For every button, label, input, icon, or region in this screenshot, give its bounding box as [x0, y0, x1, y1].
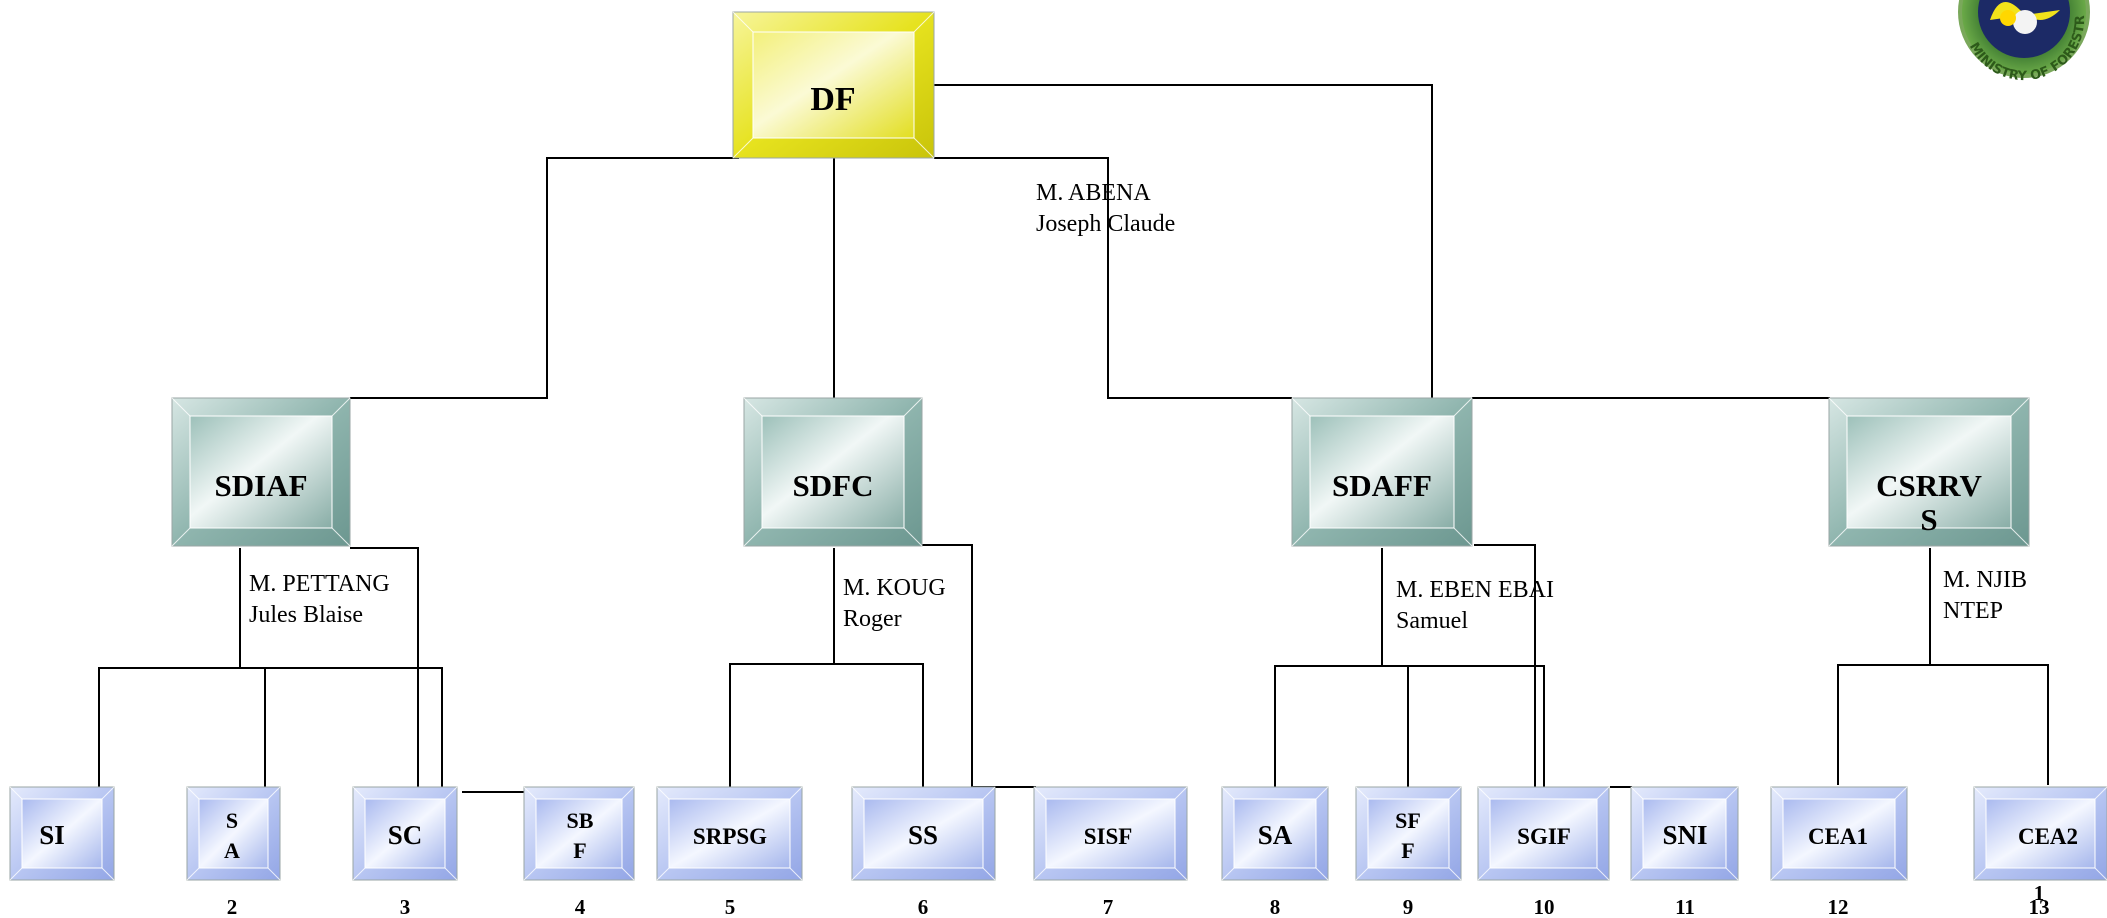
service-sa-number: 8	[1270, 895, 1281, 918]
node-sdiaf[interactable]	[171, 397, 351, 547]
service-sisf-number: 7	[1103, 895, 1114, 918]
node-label-overflow: S	[1920, 502, 1937, 537]
service-sbf-label: SB	[567, 808, 594, 833]
service-sa[interactable]	[186, 786, 281, 881]
service-sff-label: SF	[1395, 808, 1421, 833]
df-person-name-line2: Joseph Claude	[1036, 211, 1175, 237]
node-sdaff-label: SDAFF	[1332, 468, 1432, 503]
person-name-3: M. NJIB	[1943, 567, 2027, 593]
service-sff[interactable]	[1355, 786, 1462, 881]
service-cea1-number: 12	[1828, 895, 1849, 918]
person-name-line2-2: Samuel	[1396, 608, 1468, 634]
service-sgif-label: SGIF	[1517, 824, 1571, 849]
service-sa-label: SA	[1258, 820, 1293, 850]
connector-lines	[98, 84, 2049, 793]
node-df-label: DF	[810, 81, 855, 118]
service-sgif-number: 10	[1534, 895, 1555, 918]
node-sdfc-label: SDFC	[793, 468, 874, 503]
node-sdfc[interactable]	[743, 397, 923, 547]
node-csrrv-label: CSRRV	[1876, 468, 1982, 503]
service-cea1[interactable]	[1770, 786, 1908, 881]
person-name-line2-3: NTEP	[1943, 598, 2003, 624]
person-name-2: M. EBEN EBAI	[1396, 577, 1554, 603]
person-name-line2-1: Roger	[843, 606, 902, 632]
service-sc[interactable]	[352, 786, 458, 881]
service-sisf-label: SISF	[1084, 824, 1133, 849]
service-si-label: SI	[39, 820, 65, 850]
service-sc-number: 3	[400, 895, 411, 918]
service-sa-label-line2: A	[224, 838, 240, 863]
service-cea2[interactable]	[1973, 786, 2107, 881]
service-sa-label: S	[226, 808, 238, 833]
service-sbf-number: 4	[575, 895, 586, 918]
service-sa-number: 2	[227, 895, 238, 918]
service-sgif[interactable]	[1477, 786, 1610, 881]
service-sff-label-line2: F	[1401, 838, 1414, 863]
service-sbf-label-line2: F	[573, 838, 586, 863]
service-cea2-number-overlay: 1	[2034, 881, 2045, 905]
node-sdiaf-label: SDIAF	[214, 468, 307, 503]
service-sni-label: SNI	[1662, 820, 1707, 850]
service-sbf[interactable]	[523, 786, 635, 881]
person-name-0: M. PETTANG	[249, 571, 390, 597]
service-srpsg[interactable]	[656, 786, 803, 881]
person-name-1: M. KOUG	[843, 575, 946, 601]
service-cea2-number: 13	[2029, 895, 2050, 918]
node-csrrv[interactable]	[1828, 397, 2030, 547]
service-srpsg-number: 5	[725, 895, 736, 918]
service-srpsg-label: SRPSG	[693, 824, 767, 849]
service-ss[interactable]	[851, 786, 996, 881]
service-sisf[interactable]	[1033, 786, 1188, 881]
service-sa[interactable]	[1221, 786, 1329, 881]
service-sff-number: 9	[1403, 895, 1414, 918]
service-ss-number: 6	[918, 895, 929, 918]
ministry-logo: MINISTRY OF FORESTRY AND WILDLIFE	[0, 0, 2090, 84]
df-person-name: M. ABENA	[1036, 180, 1151, 206]
service-si[interactable]	[9, 786, 115, 881]
service-sni[interactable]	[1630, 786, 1739, 881]
service-sni-number: 11	[1675, 895, 1695, 918]
service-cea1-label: CEA1	[1808, 824, 1868, 849]
node-df[interactable]	[732, 11, 935, 159]
node-sdaff[interactable]	[1291, 397, 1473, 547]
person-name-line2-0: Jules Blaise	[249, 602, 363, 628]
service-cea2-label: CEA2	[2018, 824, 2078, 849]
service-ss-label: SS	[908, 820, 938, 850]
service-sc-label: SC	[388, 820, 423, 850]
svg-text:MINISTRY OF FORESTRY AND WILDL: MINISTRY OF FORESTRY AND WILDLIFE	[0, 0, 2088, 84]
